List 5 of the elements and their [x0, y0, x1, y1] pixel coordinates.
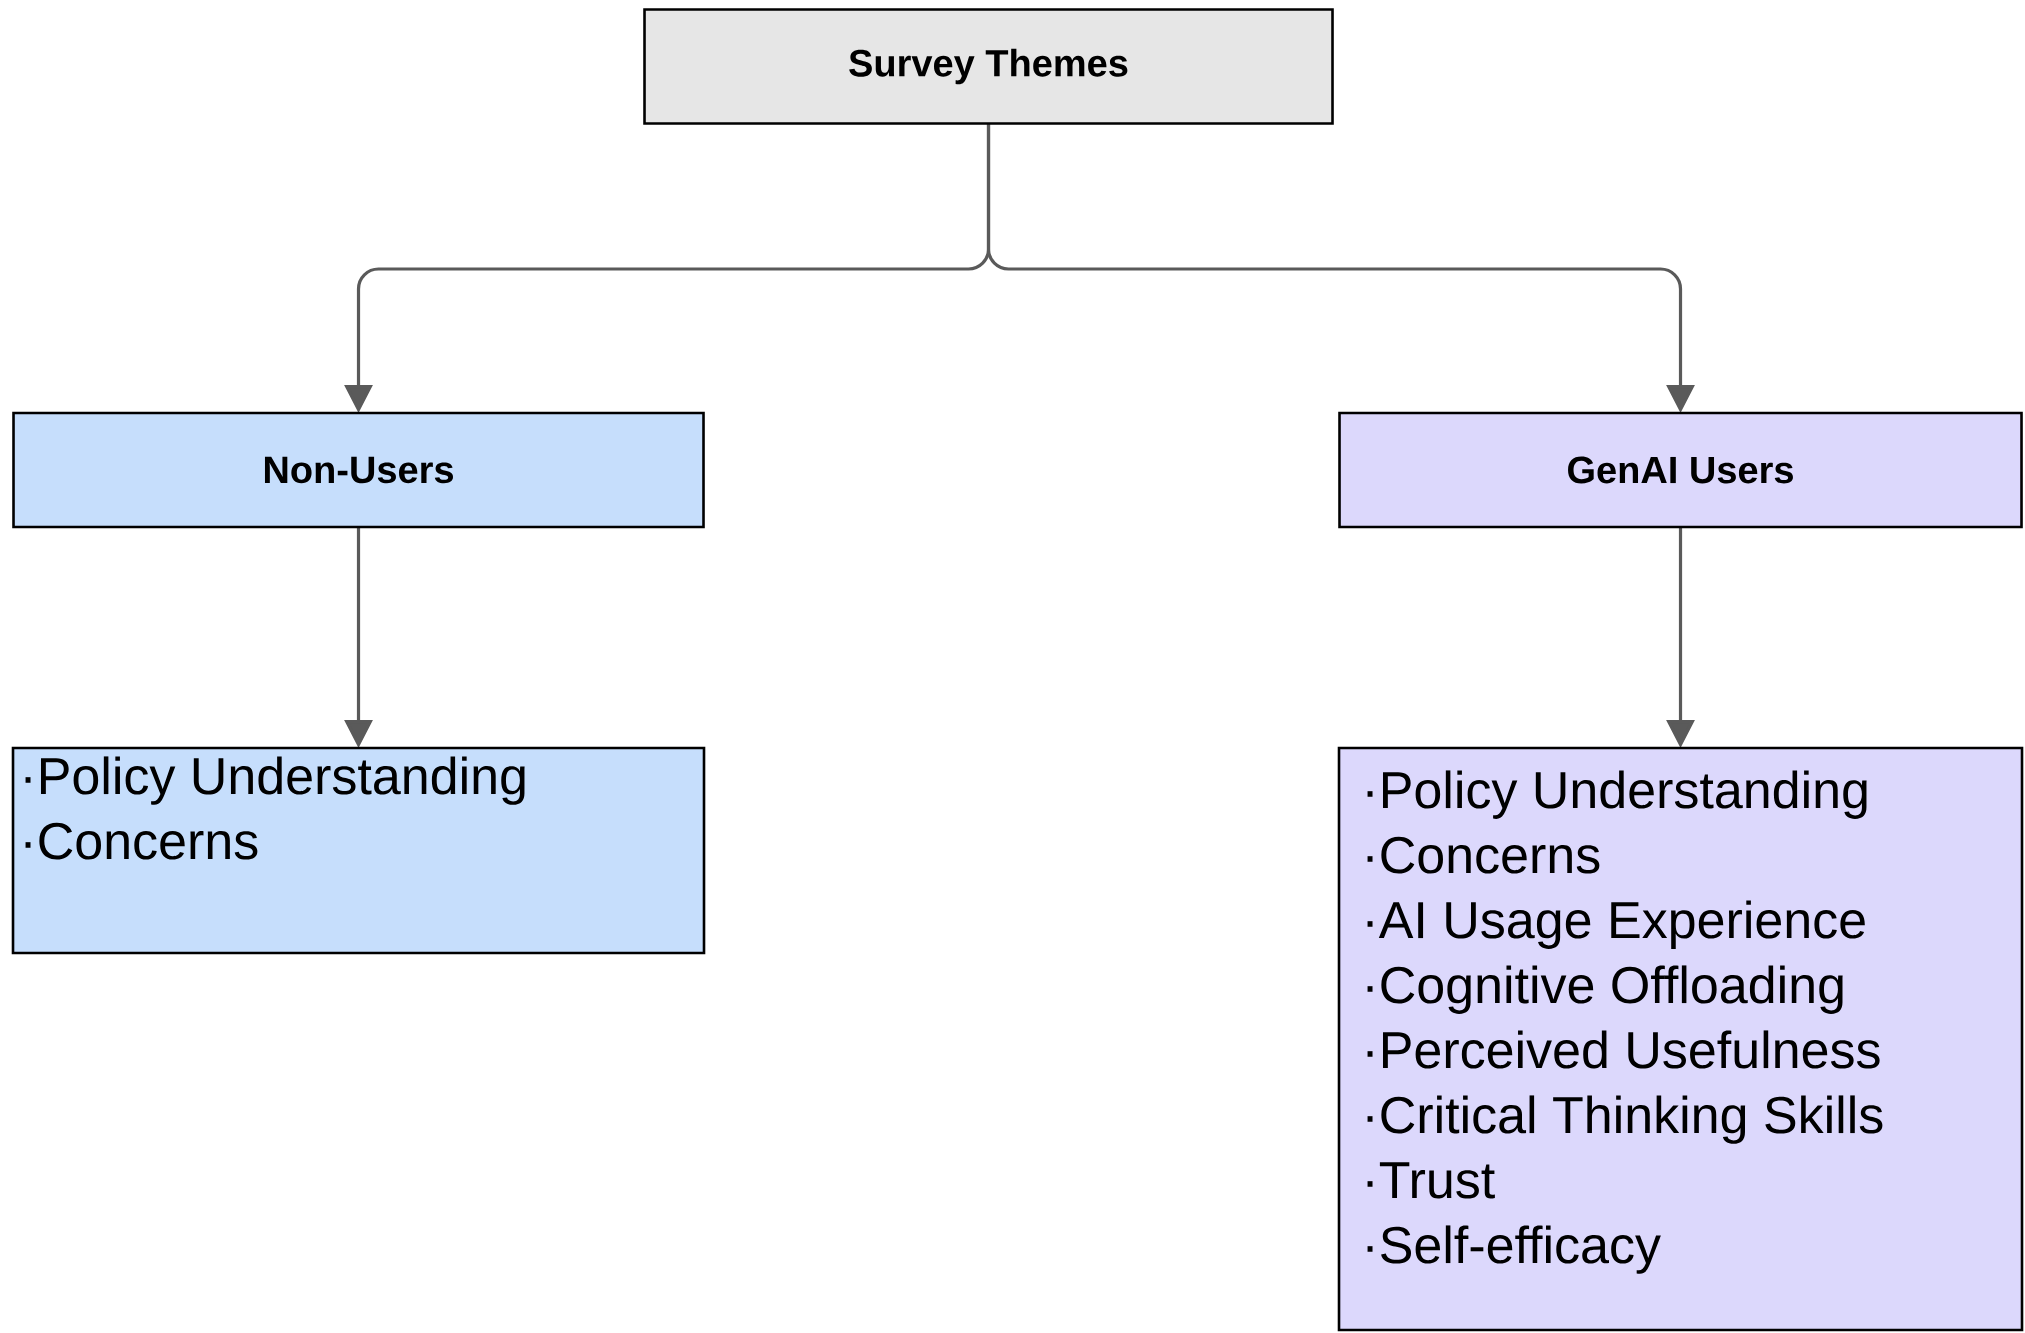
category-box: Survey Themes [643, 8, 1334, 125]
bullet-list-box: ·Policy Understanding ·Concerns [11, 746, 706, 955]
category-box: Non-Users [12, 411, 705, 529]
category-box: GenAI Users [1338, 411, 2023, 529]
bullet-list-box: ·Policy Understanding ·Concerns ·AI Usage Experience ·Cognitive Offloading ·Perceived Usefulness ·Critical Thinking Skills ·Trust ·Self-efficacy [1337, 746, 2024, 1332]
